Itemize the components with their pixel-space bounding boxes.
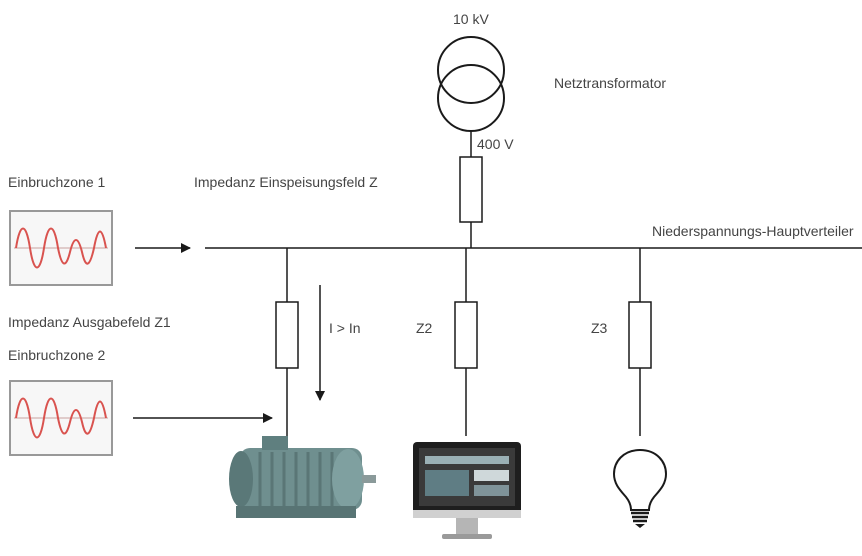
- impedance-z2: [454, 301, 478, 369]
- current-condition-label: I > In: [329, 320, 361, 336]
- waveform-icon: [9, 210, 113, 286]
- voltage-primary-label: 10 kV: [453, 11, 489, 27]
- transformer-symbol-icon: [437, 36, 505, 132]
- sag-zone-2-label: Einbruchzone 2: [8, 347, 106, 363]
- feeder-impedance-label: Impedanz Einspeisungsfeld Z: [194, 174, 378, 190]
- outgoing-impedance-z1-label: Impedanz Ausgabefeld Z1: [8, 314, 171, 330]
- voltage-secondary-label: 400 V: [477, 136, 514, 152]
- z2-label: Z2: [416, 320, 433, 336]
- main-distributor-label: Niederspannungs-Hauptverteiler: [652, 223, 854, 239]
- light-bulb-icon: [612, 448, 668, 528]
- z3-label: Z3: [591, 320, 608, 336]
- impedance-z1: [275, 301, 299, 369]
- waveform-icon: [9, 380, 113, 456]
- motor-icon: [229, 436, 376, 518]
- impedance-z3: [628, 301, 652, 369]
- computer-monitor-icon: [413, 442, 521, 539]
- sag-zone-1-label: Einbruchzone 1: [8, 174, 106, 190]
- transformer-label: Netztransformator: [554, 75, 667, 91]
- feeder-impedance-z: [459, 156, 483, 223]
